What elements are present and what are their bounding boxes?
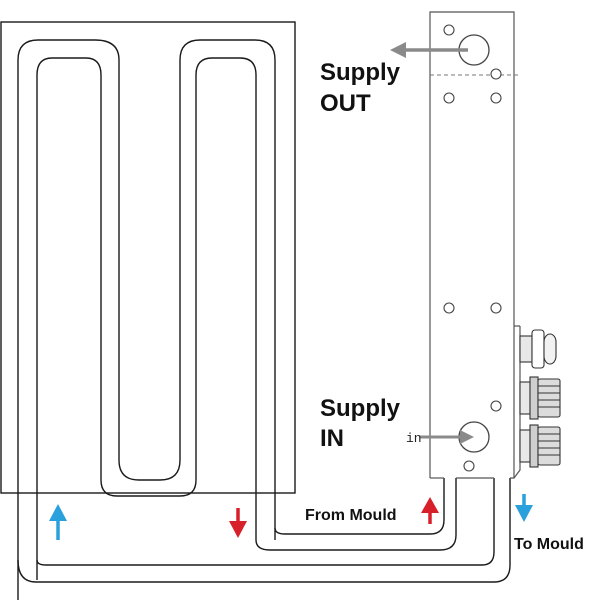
mounting-hole — [490, 302, 502, 314]
quick-coupling-icon — [519, 424, 561, 468]
mould-plate-outline — [0, 21, 296, 494]
side-fittings — [519, 329, 561, 468]
arrow-right-icon — [420, 430, 474, 444]
supply-out-label-line2: OUT — [320, 90, 371, 117]
manifold-side-face-edge — [513, 326, 521, 479]
channel-inner-wall — [36, 57, 257, 580]
mounting-holes — [443, 24, 502, 472]
arrow-up-icon — [421, 497, 439, 524]
supply-out-label-line1: Supply — [320, 59, 401, 86]
mounting-hole — [443, 92, 455, 104]
quick-coupling-icon — [519, 376, 561, 420]
channel-outer-wall — [17, 39, 276, 600]
hose-from-mould-inner — [274, 478, 445, 535]
mounting-hole — [490, 92, 502, 104]
to-mould-label: To Mould — [514, 536, 584, 553]
arrow-left-icon — [390, 42, 468, 58]
arrow-down-icon — [229, 508, 247, 538]
manifold-block — [429, 11, 521, 479]
arrow-down-icon — [515, 494, 533, 522]
hose-to-mould-outer — [17, 478, 511, 583]
mounting-hole — [443, 24, 455, 36]
connection-hoses — [17, 478, 511, 583]
hose-from-mould-outer — [255, 478, 457, 551]
mounting-hole — [443, 302, 455, 314]
from-mould-label: From Mould — [305, 507, 397, 524]
supply-in-label-line1: Supply — [320, 395, 401, 422]
supply-in-label-line2: IN — [320, 425, 344, 452]
mounting-hole — [463, 460, 475, 472]
hose-to-mould-inner — [36, 478, 495, 566]
arrow-up-icon — [49, 504, 67, 540]
serpentine-cooling-channel — [17, 39, 276, 600]
mounting-hole — [490, 68, 502, 80]
in-label: in — [406, 431, 422, 446]
mounting-hole — [490, 400, 502, 412]
manifold-outline — [429, 11, 515, 479]
quick-coupling-icon — [519, 329, 557, 369]
